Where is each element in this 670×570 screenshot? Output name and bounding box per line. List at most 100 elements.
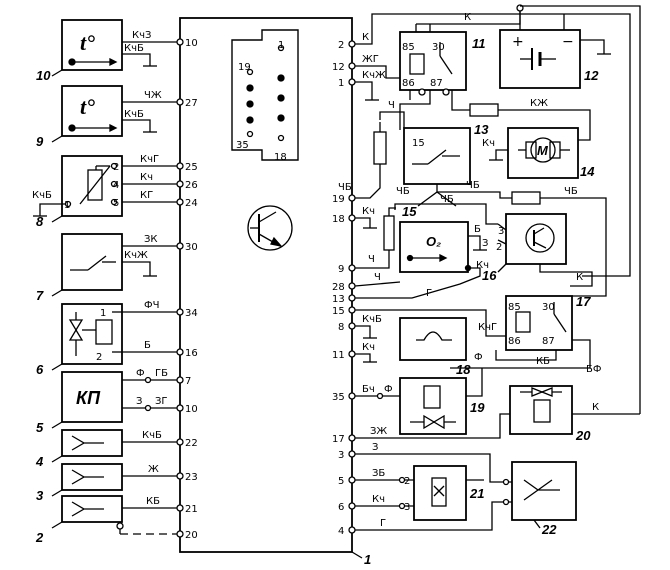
component-number-13: 13 [474,122,489,137]
component-number-12: 12 [584,68,599,83]
connector-2 [51,495,177,535]
tps-pin-1: 1 [64,200,70,211]
switch13-pin-15: 15 [412,138,425,149]
component-number-6: 6 [36,362,44,377]
wire-kchg-17: КчГ [478,322,497,333]
wire-kb-17: КБ [536,356,550,367]
speed-pin-3: 3 [498,226,504,237]
switch-7 [51,233,177,297]
wire-k-top2: К [464,12,471,23]
wire-kchb-18: КчБ [362,314,382,325]
ecu-pin-r6: 6 [338,502,344,513]
ecu-pin-r13: 13 [332,294,345,305]
component-number-4: 4 [35,454,44,469]
knock-sensor-18 [355,317,467,363]
wire-f-19: Ф [384,384,393,395]
valve6-pin-2: 2 [96,352,102,363]
connector-pin-18: 18 [274,152,287,163]
wire-z-22: З [372,442,378,453]
component-number-18: 18 [456,362,471,377]
relay17-pin-87: 87 [542,336,555,347]
battery-12 [499,14,611,89]
speed-sensor-16 [497,213,593,287]
temp-symbol-10: t° [80,30,95,55]
connector-pin-35: 35 [236,140,249,151]
wire-zb: ЗБ [372,468,385,479]
air-temp-sensor-9 [51,85,177,143]
wire-kchzh-7: КчЖ [124,250,148,261]
ecu-pin-24: 24 [185,198,198,209]
relay11-pin-87: 87 [430,78,443,89]
coolant-temp-sensor-10 [51,19,177,77]
fuse-kzh [469,103,591,141]
ecu-pin-10b: 10 [185,404,198,415]
ecu-pin-25: 25 [185,162,198,173]
wire-kch-21: Кч [372,494,385,505]
wire-ch-13: Ч [388,100,395,111]
relay-17 [355,276,607,369]
ecu-pin-22: 22 [185,438,198,449]
relay11-pin-30: 30 [432,42,445,53]
throttle-sensor-8 [33,155,177,223]
connector-pin-19: 19 [238,62,251,73]
wire-chzh: ЧЖ [144,90,162,101]
valve6-pin-1: 1 [100,308,106,319]
component-number-19: 19 [470,400,485,415]
gearbox-sensor-5 [51,371,177,429]
wire-kchg: КчГ [140,154,159,165]
chb-wiring [394,184,607,276]
wire-kchzh-right: КчЖ [362,70,386,81]
wire-kch-18: Кч [362,342,375,353]
wire-k-20: К [592,402,599,413]
wire-ch-15b: Ч [374,272,381,283]
component-number-8: 8 [36,214,44,229]
component-number-5: 5 [36,420,44,435]
ecu-pin-30: 30 [185,242,198,253]
ecu-pin-r19: 19 [332,194,345,205]
wire-kchb-4: КчБ [142,430,162,441]
motor-14 [489,127,579,179]
ecu-pin-r9: 9 [338,264,344,275]
wire-kzh: КЖ [530,98,548,109]
wire-zk: ЗК [144,234,158,245]
component-number-9: 9 [36,134,44,149]
ecu-number: 1 [364,552,371,567]
wire-kchb-10: КчБ [124,43,144,54]
wire-b-6: Б [144,340,151,351]
ecu-pin-r15: 15 [332,306,345,317]
wire-k-top: К [362,32,369,43]
ecu-pin-r3: 3 [338,450,344,461]
component-number-3: 3 [36,488,44,503]
ecu-pin-r1: 1 [338,78,344,89]
wire-chb-ecu: ЧБ [338,182,352,193]
ecu-pin-r8: 8 [338,322,344,333]
wire-g-15: Г [426,288,432,299]
component-number-11: 11 [472,36,486,51]
oxygen-sensor-15 [354,207,487,299]
ecu-pin-r12: 12 [332,62,345,73]
o2-pin-b: Б [474,224,481,235]
component-number-21: 21 [469,486,484,501]
ecu-pin-26: 26 [185,180,198,191]
component-number-17: 17 [576,294,591,309]
ecu-pin-10a: 10 [185,38,198,49]
fuse-left [355,122,387,199]
wire-bf: БФ [586,364,602,375]
wire-ch-15: Ч [368,254,375,265]
ecu-pin-16: 16 [185,348,198,359]
component-number-15: 15 [402,204,417,219]
wire-kch-15-vert: Кч [476,260,489,271]
relay17-pin-86: 86 [508,336,521,347]
wire-g-22: Г [380,518,386,529]
wire-gb: ГБ [155,368,168,379]
wire-kch-15: Кч [362,206,375,217]
tps-pin-5: 5 [113,198,119,209]
wire-f-17: Ф [474,352,483,363]
motor-symbol: M [537,143,549,158]
wire-chb-2: ЧБ [440,194,454,205]
ecu-pin-23: 23 [185,472,198,483]
crank-sensor-21 [355,465,484,521]
wire-chb-3: ЧБ [466,180,480,191]
component-number-20: 20 [575,428,591,443]
diagnostic-connector-22 [355,453,577,531]
